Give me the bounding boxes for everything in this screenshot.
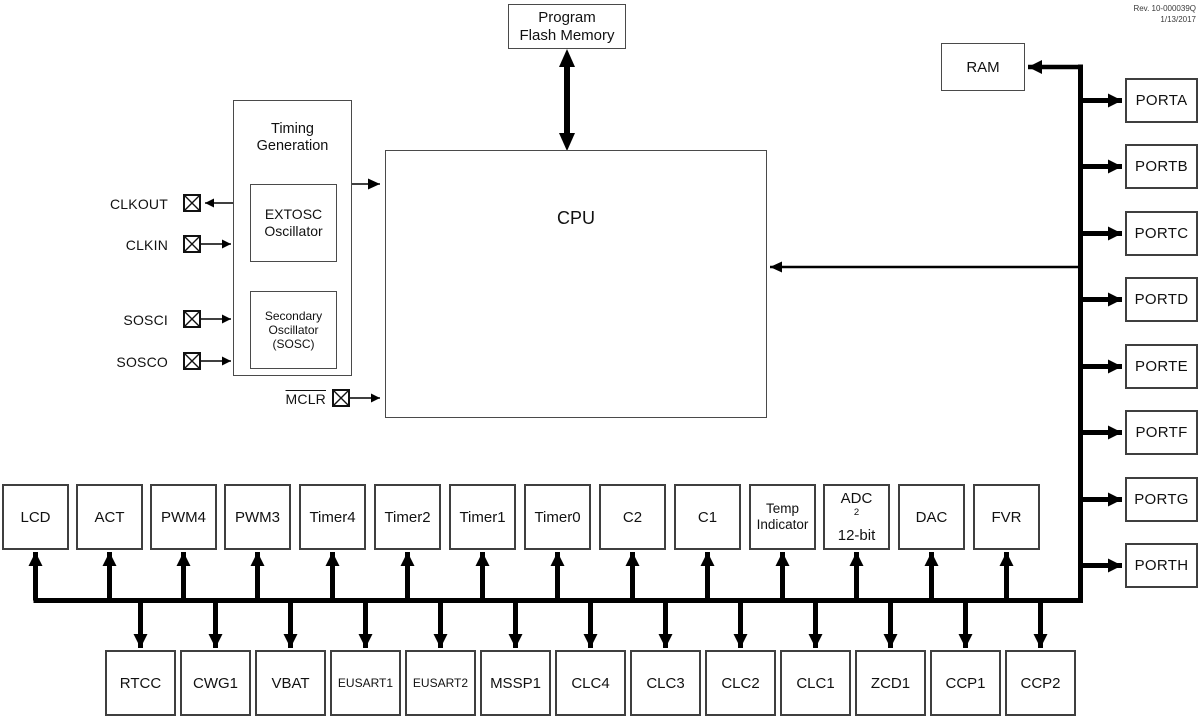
arrowhead-down-icon	[559, 133, 575, 151]
peripheral-eusart1: EUSART1	[330, 650, 401, 716]
revision-number: Rev. 10-000039Q	[1133, 4, 1196, 13]
timing-generation-label: Timing Generation	[256, 121, 329, 155]
peripheral-clc1: CLC1	[780, 650, 851, 716]
peripheral-cwg1: CWG1	[180, 650, 251, 716]
pin-clkin	[183, 235, 201, 253]
peripheral-act: ACT	[76, 484, 143, 550]
adc-superscript: 2	[853, 506, 860, 518]
crossed-pad-icon	[185, 312, 199, 326]
block-program-flash-memory: Program Flash Memory	[508, 4, 626, 49]
mclr-overline-text: MCLR	[285, 391, 326, 407]
pin-clkout	[183, 194, 201, 212]
connector-flash-cpu	[559, 49, 575, 151]
pin-label-sosco: SOSCO	[116, 354, 168, 370]
peripheral-fvr: FVR	[973, 484, 1040, 550]
peripheral-zcd1: ZCD1	[855, 650, 926, 716]
port-porta: PORTA	[1125, 78, 1198, 123]
peripheral-ccp2: CCP2	[1005, 650, 1076, 716]
block-extosc-oscillator: EXTOSC Oscillator	[250, 184, 337, 262]
pin-arrows	[201, 178, 380, 403]
port-arrows	[1080, 93, 1122, 573]
peripheral-pwm3: PWM3	[224, 484, 291, 550]
revision-note: Rev. 10-000039Q 1/13/2017	[1133, 4, 1196, 26]
crossed-pad-icon	[185, 237, 199, 251]
block-secondary-oscillator: Secondary Oscillator (SOSC)	[250, 291, 337, 369]
peripheral-down-arrows	[133, 600, 1048, 648]
peripheral-clc4: CLC4	[555, 650, 626, 716]
peripheral-timer0: Timer0	[524, 484, 591, 550]
pin-label-sosci: SOSCI	[123, 312, 168, 328]
pin-label-clkout: CLKOUT	[110, 196, 168, 212]
adc-name: ADC	[840, 489, 873, 507]
arrowhead-up-icon	[559, 49, 575, 67]
peripheral-clc3: CLC3	[630, 650, 701, 716]
peripheral-timer4: Timer4	[299, 484, 366, 550]
pin-label-clkin: CLKIN	[125, 237, 168, 253]
port-portf: PORTF	[1125, 410, 1198, 455]
port-portd: PORTD	[1125, 277, 1198, 322]
pin-mclr	[332, 389, 350, 407]
peripheral-eusart2: EUSART2	[405, 650, 476, 716]
peripheral-c1: C1	[674, 484, 741, 550]
crossed-pad-icon	[185, 354, 199, 368]
peripheral-vbat: VBAT	[255, 650, 326, 716]
revision-date: 1/13/2017	[1160, 14, 1196, 24]
peripheral-rtcc: RTCC	[105, 650, 176, 716]
peripheral-c2: C2	[599, 484, 666, 550]
block-cpu: CPU	[385, 150, 767, 418]
port-portg: PORTG	[1125, 477, 1198, 522]
peripheral-dac: DAC	[898, 484, 965, 550]
peripheral-timer1: Timer1	[449, 484, 516, 550]
peripheral-pwm4: PWM4	[150, 484, 217, 550]
peripheral-timer2: Timer2	[374, 484, 441, 550]
port-portb: PORTB	[1125, 144, 1198, 189]
pin-label-mclr: MCLR	[216, 390, 326, 408]
adc-detail: 12-bit	[837, 526, 876, 544]
peripheral-lcd: LCD	[2, 484, 69, 550]
pin-sosco	[183, 352, 201, 370]
peripheral-up-arrows	[28, 552, 1014, 601]
cpu-label: CPU	[556, 208, 595, 228]
port-porth: PORTH	[1125, 543, 1198, 588]
peripheral-temp-indicator: Temp Indicator	[749, 484, 816, 550]
peripheral-mssp1: MSSP1	[480, 650, 551, 716]
pin-sosci	[183, 310, 201, 328]
peripheral-ccp1: CCP1	[930, 650, 1001, 716]
port-porte: PORTE	[1125, 344, 1198, 389]
crossed-pad-icon	[185, 196, 199, 210]
block-ram: RAM	[941, 43, 1025, 91]
peripheral-clc2: CLC2	[705, 650, 776, 716]
port-portc: PORTC	[1125, 211, 1198, 256]
crossed-pad-icon	[334, 391, 348, 405]
